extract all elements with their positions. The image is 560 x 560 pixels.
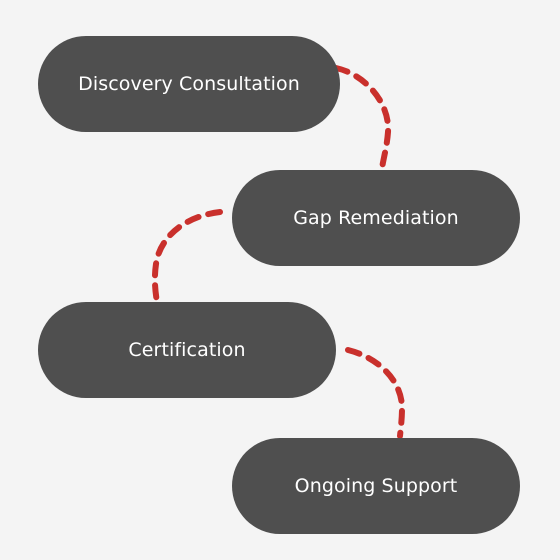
step-label: Certification (128, 338, 246, 361)
step-label: Ongoing Support (294, 474, 458, 497)
step-certification: Certification (38, 302, 336, 398)
connector-2-to-3 (151, 209, 223, 305)
step-label: Discovery Consultation (78, 72, 300, 95)
connector-1-to-2 (333, 65, 392, 171)
step-gap-remediation: Gap Remediation (232, 170, 520, 266)
connector-3-to-4 (345, 347, 406, 439)
step-label: Gap Remediation (293, 206, 459, 229)
step-ongoing-support: Ongoing Support (232, 438, 520, 534)
step-discovery-consultation: Discovery Consultation (38, 36, 340, 132)
